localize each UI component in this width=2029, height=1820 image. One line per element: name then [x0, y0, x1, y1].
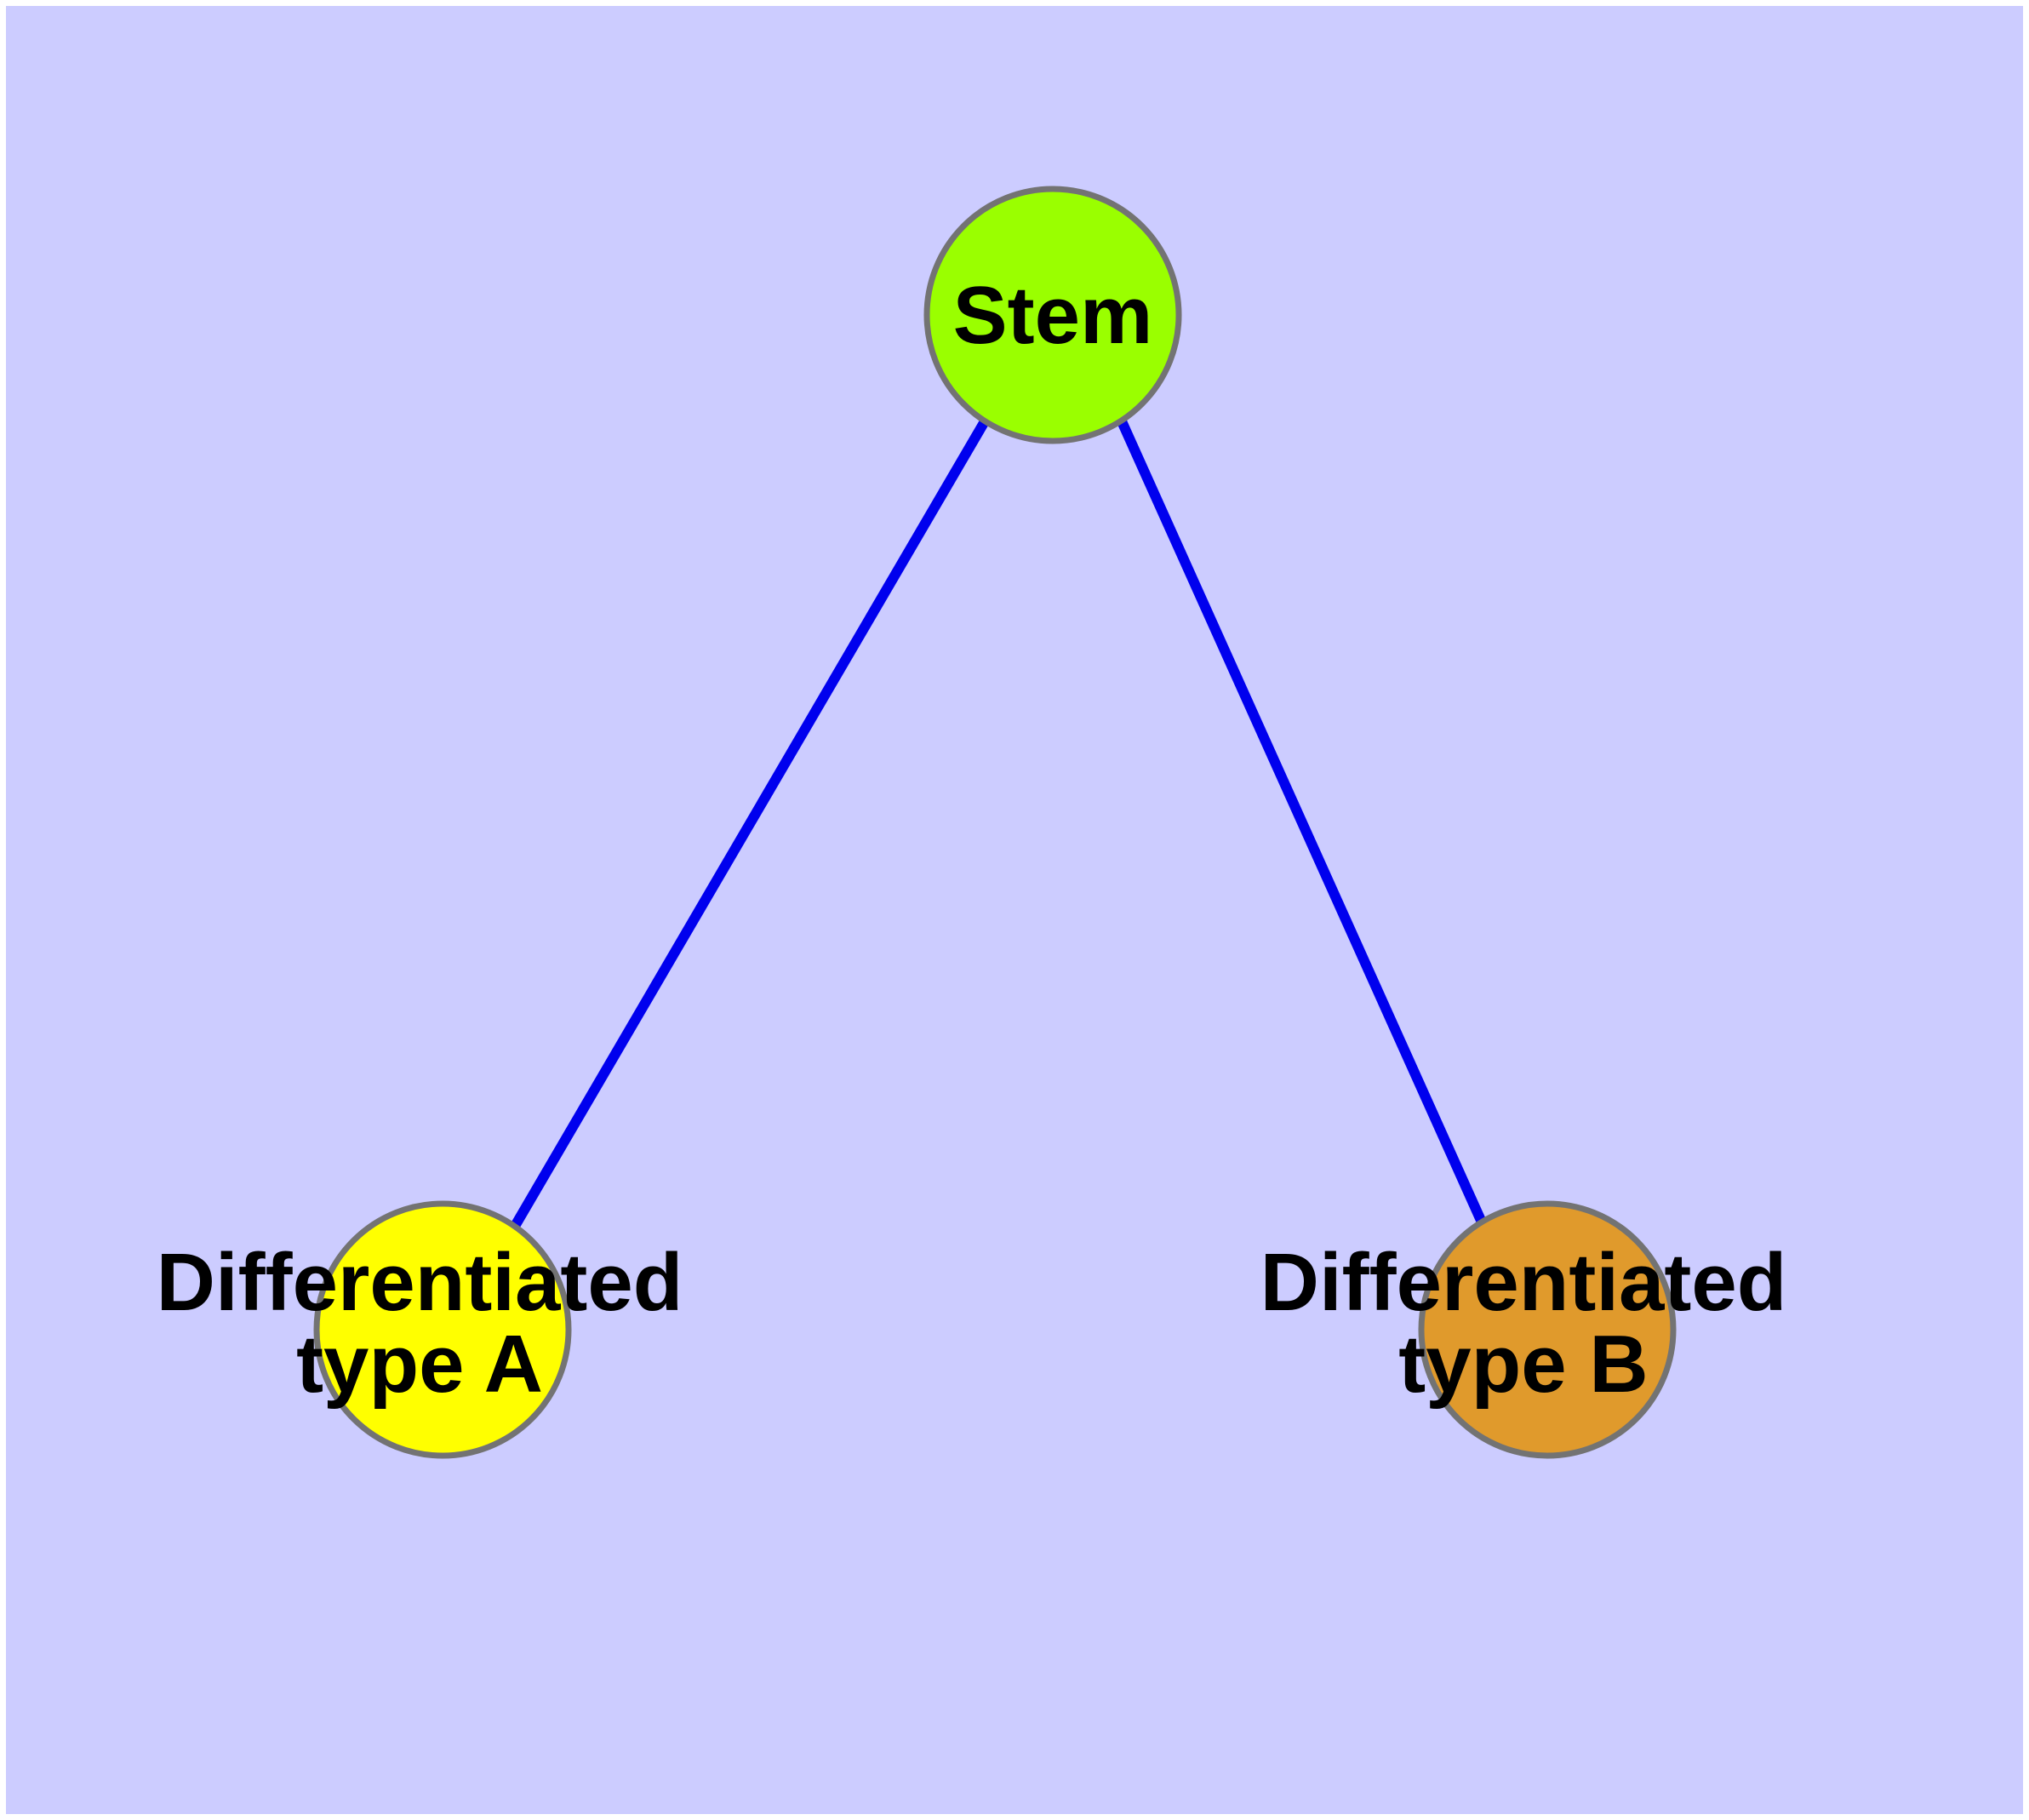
node-circle-differentiated-type-b[interactable] — [1418, 1200, 1677, 1459]
node-label-line: Differentiated — [1260, 1237, 1787, 1328]
node-label-line: type B — [1398, 1319, 1648, 1410]
node-label-stem: Stem — [953, 270, 1153, 361]
node-differentiated-type-a[interactable] — [313, 1200, 572, 1459]
edge-layer — [509, 418, 1488, 1231]
node-label-line: Stem — [953, 270, 1153, 361]
edge-stem-to-differentiated-type-a[interactable] — [509, 418, 990, 1231]
node-stem[interactable] — [923, 186, 1182, 444]
node-differentiated-type-b[interactable] — [1418, 1200, 1677, 1459]
node-label-line: Differentiated — [157, 1237, 683, 1328]
node-circle-stem[interactable] — [923, 186, 1182, 444]
node-layer — [313, 186, 1677, 1459]
node-circle-differentiated-type-a[interactable] — [313, 1200, 572, 1459]
edge-stem-to-differentiated-type-b[interactable] — [1117, 419, 1488, 1227]
node-label-line: type A — [296, 1319, 543, 1410]
